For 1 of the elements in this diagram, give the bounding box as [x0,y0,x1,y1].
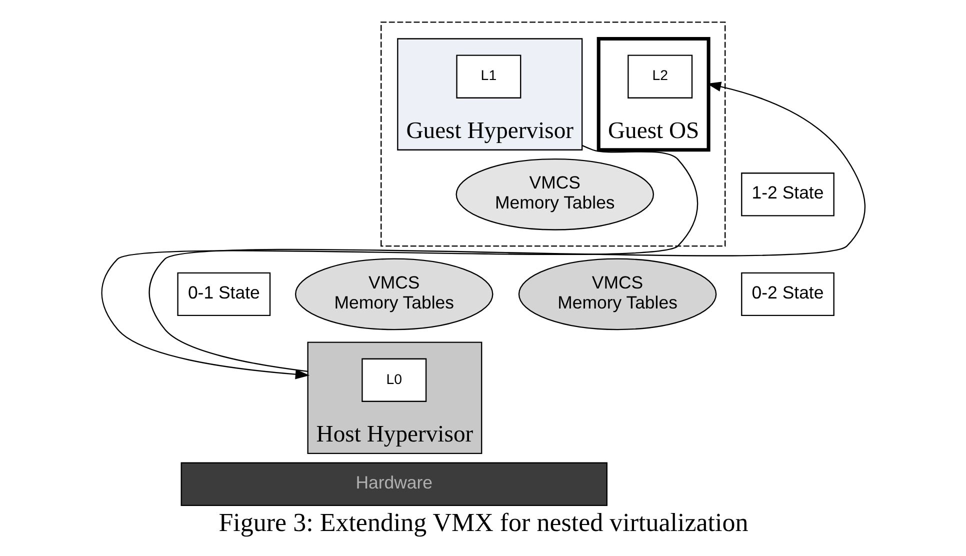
caption: Figure 3: Extending VMX for nested virtualization [218,508,748,537]
